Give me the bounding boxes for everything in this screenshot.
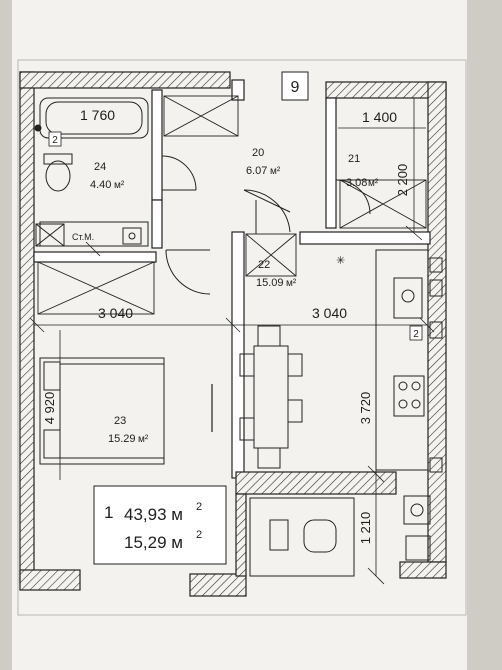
bed — [39, 357, 165, 465]
interior-walls — [33, 79, 431, 577]
room-area-unit: м² — [270, 166, 281, 177]
summary-total-sup: 2 — [196, 501, 202, 513]
marker-box — [48, 131, 62, 147]
toilet — [45, 160, 71, 192]
room-label-23: 23 15.29 м² — [108, 415, 149, 445]
room-number: 20 — [252, 147, 264, 159]
room-number: 23 — [114, 415, 126, 427]
dim-storage-width: 1 400 — [362, 109, 397, 125]
room-area: 6.07 — [246, 165, 267, 177]
bathtub — [39, 97, 149, 139]
room-number: 24 — [94, 161, 106, 173]
room-area: 4.40 — [90, 179, 111, 191]
fixture-label: Ст.М. — [72, 232, 94, 242]
dim-storage-height: 2 200 — [395, 164, 410, 197]
room-area: 15.09 — [256, 277, 284, 289]
summary-rooms-count: 1 — [104, 503, 113, 522]
dim-living-height: 3 720 — [358, 392, 373, 425]
room-area: 15.29 — [108, 433, 136, 445]
plan-frame — [17, 59, 467, 616]
room-area-unit: м² — [114, 180, 125, 191]
doors — [161, 155, 371, 295]
marker-box-kitchen — [409, 325, 423, 341]
dim-bedroom-height: 4 920 — [42, 392, 57, 425]
room-label-21: 21 3.08 м² — [346, 153, 379, 189]
room-area-unit: м² — [138, 434, 149, 445]
dining-table — [239, 325, 303, 469]
kitchen — [375, 249, 443, 561]
marker-label-kitchen: 2 — [413, 329, 419, 340]
room-label-24: 24 4.40 м² — [90, 161, 125, 191]
room-number: 21 — [348, 153, 360, 165]
summary-living-sup: 2 — [196, 529, 202, 541]
summary-living-area: 15,29 м — [124, 533, 183, 552]
dim-bath-width: 1 760 — [80, 107, 115, 123]
dim-bedroom-width: 3 040 — [98, 305, 133, 321]
room-number: 22 — [258, 259, 270, 271]
utility-shafts — [37, 95, 427, 315]
dim-balcony-height: 1 210 — [358, 512, 373, 545]
room-area-unit: м² — [368, 178, 379, 189]
room-area: 3.08 — [346, 177, 367, 189]
room-label-20: 20 6.07 м² — [246, 147, 281, 177]
marker-label: 2 — [52, 135, 58, 146]
balcony-furniture — [249, 497, 355, 577]
room-area-unit: м² — [286, 278, 297, 289]
dim-living-width: 3 040 — [312, 305, 347, 321]
bathroom-fixtures — [34, 97, 149, 247]
block-number-box — [281, 71, 309, 101]
block-number: 9 — [291, 79, 300, 96]
star-icon: ✳ — [336, 255, 345, 267]
summary-box — [93, 485, 227, 565]
summary-total-area: 43,93 м — [124, 505, 183, 524]
room-label-22: 22 15.09 м² — [256, 259, 297, 289]
